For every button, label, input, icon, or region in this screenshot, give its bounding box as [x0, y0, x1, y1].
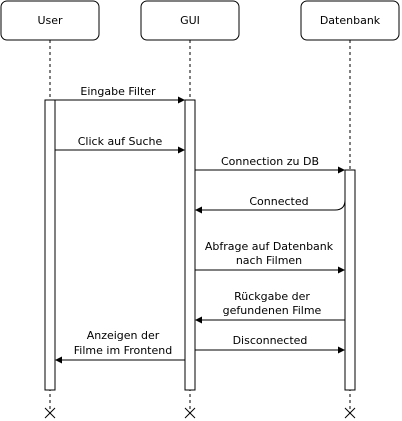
message-label: Click auf Suche [78, 135, 163, 148]
message-abfrage-auf-datenbank[interactable]: Abfrage auf Datenbank nach Filmen [195, 240, 345, 274]
destroy-marker-user [44, 407, 56, 419]
activation-user [44, 99, 56, 391]
message-label: Connection zu DB [221, 155, 319, 168]
activation-gui [184, 99, 196, 391]
message-click-auf-suche[interactable]: Click auf Suche [55, 135, 185, 154]
message-eingabe-filter[interactable]: Eingabe Filter [55, 85, 185, 104]
message-label: Connected [249, 195, 308, 208]
destroy-marker-gui [184, 407, 196, 419]
message-connection-zu-db[interactable]: Connection zu DB [195, 155, 345, 174]
message-label-line-1: Rückgabe der [234, 290, 310, 303]
message-rueckgabe-der-filme[interactable]: Rückgabe der gefundenen Filme [195, 290, 345, 324]
message-label-line-1: Anzeigen der [87, 329, 160, 342]
message-label: Disconnected [233, 334, 308, 347]
message-label-line-2: nach Filmen [236, 254, 302, 267]
participant-gui-label: GUI [180, 14, 200, 27]
message-label-line-1: Abfrage auf Datenbank [205, 240, 334, 253]
participant-gui[interactable]: GUI [140, 0, 240, 41]
message-label: Eingabe Filter [80, 85, 156, 98]
participant-db-label: Datenbank [320, 14, 381, 27]
participant-db[interactable]: Datenbank [300, 0, 400, 41]
message-connected[interactable]: Connected [195, 195, 346, 214]
message-disconnected[interactable]: Disconnected [195, 334, 345, 354]
participant-user[interactable]: User [0, 0, 100, 41]
destroy-marker-db [344, 407, 356, 419]
participant-user-label: User [37, 14, 63, 27]
message-label-line-2: Filme im Frontend [74, 344, 172, 357]
message-anzeigen-der-filme[interactable]: Anzeigen der Filme im Frontend [55, 329, 185, 364]
message-label-line-2: gefundenen Filme [223, 304, 322, 317]
activation-db [344, 169, 356, 391]
